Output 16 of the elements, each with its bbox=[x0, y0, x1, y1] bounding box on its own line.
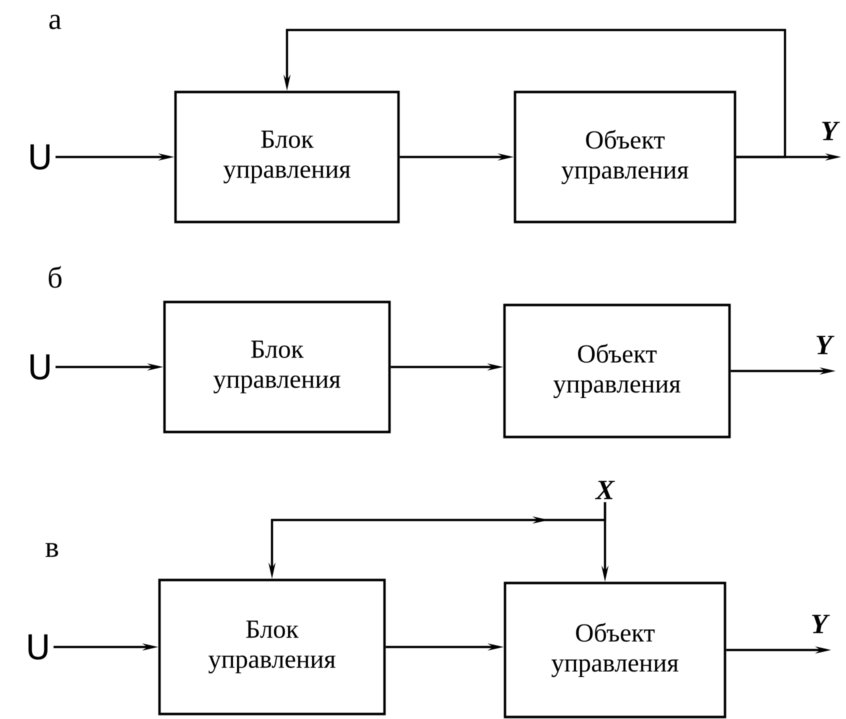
panel-letter: в bbox=[45, 543, 58, 557]
input-symbol: U bbox=[30, 144, 50, 170]
input-symbol: U bbox=[30, 354, 50, 380]
block-box: Объект управления bbox=[503, 304, 731, 438]
panel-letter: б bbox=[48, 266, 62, 288]
input-symbol: U bbox=[28, 634, 48, 660]
edge-label: Y bbox=[812, 614, 830, 634]
disturbance-symbol: X bbox=[594, 480, 615, 500]
block-box: Объект управления bbox=[514, 90, 736, 224]
panel-letter: а bbox=[49, 14, 62, 30]
edge-label: Y bbox=[822, 122, 840, 140]
block-box: Объект управления bbox=[504, 582, 726, 718]
block-box: Блок управления bbox=[174, 90, 400, 224]
block-box: Блок управления bbox=[163, 300, 391, 434]
block-box: Блок управления bbox=[158, 578, 386, 716]
edge-label: Y bbox=[816, 336, 834, 354]
